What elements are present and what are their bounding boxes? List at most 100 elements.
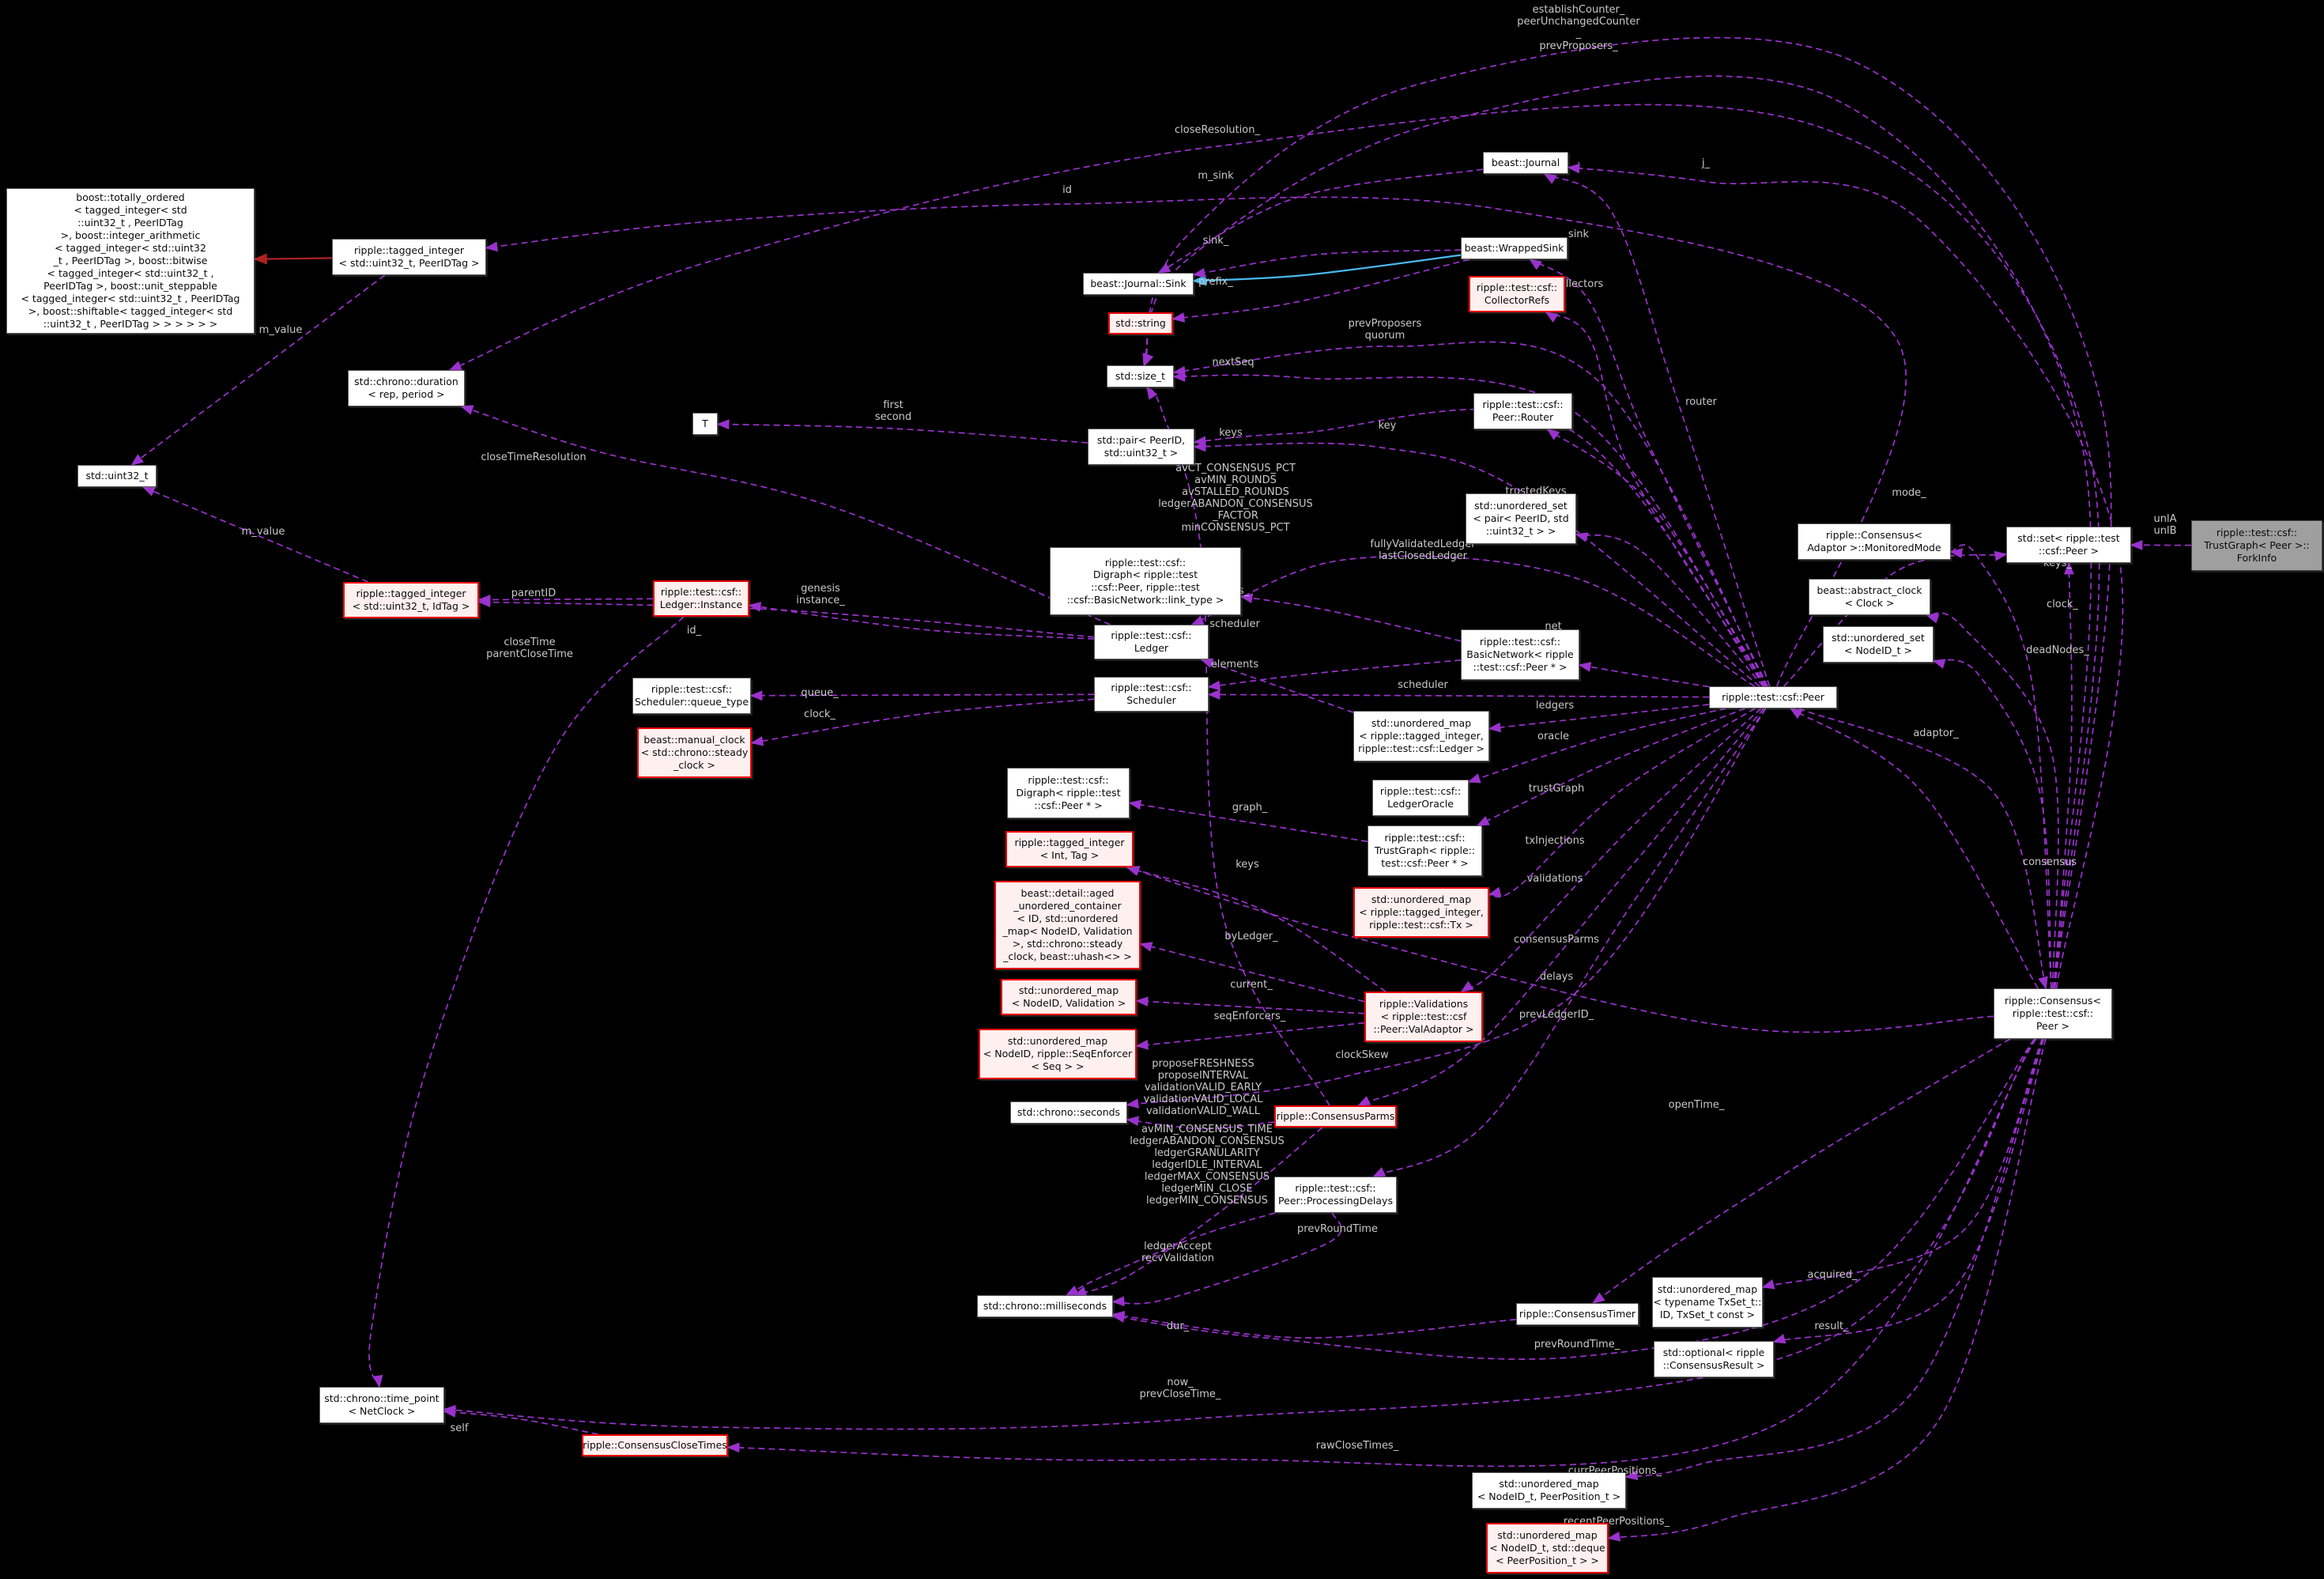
node-wrappedsink[interactable]: beast::WrappedSink (1461, 237, 1568, 259)
node-label-line: < Clock > (1844, 597, 1895, 609)
node-label-line: Adaptor >::MonitoredMode (1807, 542, 1941, 553)
node-validations[interactable]: ripple::Validations< ripple::test::csf::… (1364, 992, 1483, 1042)
edge-consensus_peer-monitoredmode (1949, 544, 2052, 989)
node-t[interactable]: T (692, 413, 718, 435)
node-label-line: ripple::tagged_integer (353, 244, 465, 257)
node-timepoint[interactable]: std::chrono::time_point< NetClock > (319, 1387, 444, 1423)
edge-csf_scheduler-queue_type (749, 690, 1095, 701)
node-seconds[interactable]: std::chrono::seconds (1010, 1101, 1127, 1124)
node-digraph_ptr[interactable]: ripple::test::csf::Digraph< ripple::test… (1007, 768, 1130, 818)
node-umap_ledger[interactable]: std::unordered_map< ripple::tagged_integ… (1353, 711, 1489, 761)
node-forkinfo[interactable]: ripple::test::csf::TrustGraph< Peer >::F… (2191, 520, 2322, 571)
node-label-line: >, std::chrono::steady (1012, 938, 1123, 950)
edge-label-acquired_: acquired_ (1807, 1269, 1858, 1281)
node-csf_scheduler[interactable]: ripple::test::csf::Scheduler (1094, 677, 1209, 712)
node-closetimes[interactable]: ripple::ConsensusCloseTimes (582, 1434, 728, 1456)
node-label-line: std::unordered_map (1499, 1478, 1599, 1490)
edge-csf_ledger-duration (460, 405, 1111, 625)
edge-label-m_value: m_value (259, 324, 303, 336)
node-processingdelays[interactable]: ripple::test::csf::Peer::ProcessingDelay… (1274, 1177, 1397, 1213)
node-boost[interactable]: boost::totally_ordered< tagged_integer< … (6, 188, 255, 334)
node-label-line: Peer::ProcessingDelays (1278, 1195, 1393, 1207)
node-size_t[interactable]: std::size_t (1107, 365, 1174, 387)
node-abstract_clock[interactable]: beast::abstract_clock< Clock > (1809, 579, 1930, 615)
node-basicnetwork[interactable]: ripple::test::csf::BasicNetwork< ripple:… (1461, 629, 1579, 680)
edge-label-now_: now_prevCloseTime_ (1140, 1377, 1221, 1400)
node-aged_container[interactable]: beast::detail::aged_unordered_container<… (994, 881, 1141, 969)
edge-label-byLedger_: byLedger_ (1224, 931, 1278, 942)
edge-label-key: key (1379, 420, 1397, 432)
edge-peer-validations (1460, 708, 1762, 992)
node-uset_pair[interactable]: std::unordered_set< pair< PeerID, std::u… (1466, 493, 1576, 544)
edge-processingdelays-milliseconds (1111, 1212, 1342, 1307)
edge-peer-size_t (1172, 341, 1768, 687)
node-ledgeroracle[interactable]: ripple::test::csf::LedgerOracle (1372, 780, 1469, 816)
node-ti_peerid[interactable]: ripple::tagged_integer< std::uint32_t, P… (332, 239, 486, 275)
node-string[interactable]: std::string (1108, 312, 1173, 334)
node-label-line: < tagged_integer< std (74, 204, 187, 216)
node-manual_clock[interactable]: beast::manual_clock< std::chrono::steady… (637, 727, 752, 778)
node-trustgraph_ptr[interactable]: ripple::test::csf::TrustGraph< ripple::t… (1368, 825, 1482, 876)
node-label-line: std::size_t (1115, 370, 1166, 383)
edge-label-sink_: sink_ (1203, 235, 1229, 247)
node-uset_nodeid[interactable]: std::unordered_set< NodeID_t > (1823, 626, 1934, 663)
node-label-line: < ripple::test::csf (1380, 1010, 1467, 1023)
node-umap_txset[interactable]: std::unordered_map< typename TxSet_t::ID… (1652, 1277, 1763, 1328)
node-label-line: std::chrono::seconds (1017, 1106, 1121, 1119)
node-router[interactable]: ripple::test::csf::Peer::Router (1473, 393, 1572, 429)
node-journal_sink[interactable]: beast::Journal::Sink (1083, 273, 1194, 295)
node-label-line: Digraph< ripple::test (1092, 569, 1198, 581)
node-label-line: std::string (1115, 317, 1166, 330)
edge-consensus_peer-journal (1567, 163, 2124, 989)
node-label-line: < NodeID, ripple::SeqEnforcer (983, 1048, 1133, 1060)
node-journal[interactable]: beast::Journal (1483, 152, 1568, 174)
node-label-line: ID, TxSet_t const > (1659, 1308, 1756, 1320)
node-consensus_peer[interactable]: ripple::Consensus<ripple::test::csf::Pee… (1994, 988, 2112, 1039)
edge-consensusparms-milliseconds (1073, 1127, 1323, 1297)
node-umap_deque[interactable]: std::unordered_map< NodeID_t, std::deque… (1486, 1523, 1609, 1573)
node-ti_idtag[interactable]: ripple::tagged_integer< std::uint32_t, I… (343, 582, 479, 618)
node-ledger_instance[interactable]: ripple::test::csf::Ledger::Instance (653, 580, 749, 617)
node-set_peer[interactable]: std::set< ripple::test::csf::Peer > (2006, 527, 2131, 563)
node-label-line: std::unordered_map (1657, 1283, 1758, 1296)
edge-label-oracle: oracle (1537, 731, 1569, 742)
node-umap_peerposition[interactable]: std::unordered_map< NodeID_t, PeerPositi… (1472, 1472, 1626, 1509)
node-queue_type[interactable]: ripple::test::csf::Scheduler::queue_type (632, 678, 751, 714)
node-milliseconds[interactable]: std::chrono::milliseconds (977, 1295, 1113, 1317)
node-peer[interactable]: ripple::test::csf::Peer (1709, 686, 1837, 708)
node-collectorrefs[interactable]: ripple::test::csf::CollectorRefs (1469, 276, 1565, 312)
node-label-line: std::pair< PeerID, (1096, 434, 1186, 447)
node-label-line: test::csf::Peer * > (1381, 856, 1469, 869)
node-label-line: < Seq > > (1031, 1060, 1085, 1072)
node-label-line: < NodeID_t > (1844, 644, 1912, 656)
edge-consensus_peer-ti_inttag (1126, 866, 1994, 1033)
node-monitoredmode[interactable]: ripple::Consensus<Adaptor >::MonitoredMo… (1798, 523, 1951, 560)
node-label-line: < Int, Tag > (1039, 849, 1100, 861)
node-label-line: ::test::csf::Peer * > (1473, 660, 1568, 673)
node-label-line: ripple::test::csf::Peer (1722, 691, 1824, 704)
node-label-line: ::Peer::ValAdaptor > (1373, 1022, 1474, 1035)
node-label-line: beast::manual_clock (643, 734, 745, 746)
node-optional_result[interactable]: std::optional< ripple::ConsensusResult > (1654, 1341, 1774, 1377)
node-consensustimer[interactable]: ripple::ConsensusTimer (1516, 1303, 1639, 1325)
node-duration[interactable]: std::chrono::duration< rep, period > (348, 370, 465, 406)
node-umap_validation[interactable]: std::unordered_map< NodeID, Validation > (1001, 979, 1137, 1015)
node-umap_seqenforcer[interactable]: std::unordered_map< NodeID, ripple::SeqE… (979, 1029, 1137, 1079)
node-pair[interactable]: std::pair< PeerID,std::uint32_t > (1088, 429, 1194, 465)
edge-label-establishCounter_: establishCounter_peerUnchangedCounter_ (1517, 4, 1640, 40)
node-ti_inttag[interactable]: ripple::tagged_integer< Int, Tag > (1005, 831, 1134, 867)
edge-label-router: router (1685, 396, 1717, 408)
node-consensusparms[interactable]: ripple::ConsensusParms (1274, 1105, 1397, 1128)
node-label-line: ripple::test::csf:: (1295, 1182, 1376, 1195)
node-label-line: std::uint32_t > (1104, 447, 1179, 459)
node-label-line: Scheduler (1126, 694, 1176, 706)
node-uint32[interactable]: std::uint32_t (77, 465, 157, 487)
node-umap_tx[interactable]: std::unordered_map< ripple::tagged_integ… (1353, 887, 1489, 938)
edge-peer-router (1546, 429, 1767, 687)
edge-label-keys: keys (1219, 427, 1243, 439)
node-label-line: std::set< ripple::test (2017, 532, 2120, 545)
node-csf_ledger[interactable]: ripple::test::csf::Ledger (1094, 625, 1209, 659)
node-digraph_linktype[interactable]: ripple::test::csf::Digraph< ripple::test… (1050, 547, 1241, 615)
